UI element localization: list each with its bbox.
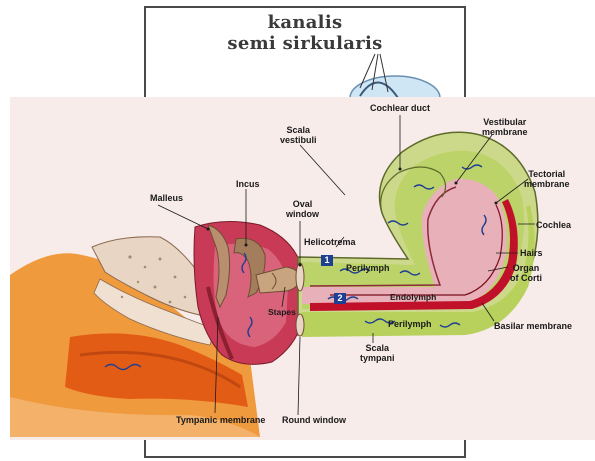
label-tectorial-membrane: Tectorial membrane bbox=[524, 169, 570, 189]
marker-2: 2 bbox=[334, 293, 346, 304]
semicircular-canals-thumbnail bbox=[300, 48, 460, 100]
label-stapes: Stapes bbox=[268, 307, 296, 317]
label-cochlear-duct: Cochlear duct bbox=[370, 103, 430, 113]
ear-anatomy-panel: Cochlear duct Scala vestibuli Vestibular… bbox=[10, 97, 595, 440]
label-vestibular-membrane: Vestibular membrane bbox=[482, 117, 528, 137]
label-tympanic-membrane: Tympanic membrane bbox=[176, 415, 265, 425]
label-malleus: Malleus bbox=[150, 193, 183, 203]
ear-anatomy-diagram bbox=[10, 97, 595, 440]
label-incus: Incus bbox=[236, 179, 260, 189]
label-basilar-membrane: Basilar membrane bbox=[494, 321, 572, 331]
label-hairs: Hairs bbox=[520, 248, 543, 258]
oval-window-shape bbox=[296, 263, 304, 291]
label-perilymph-lower: Perilymph bbox=[388, 319, 432, 329]
label-organ-of-corti: Organ of Corti bbox=[510, 263, 542, 283]
label-round-window: Round window bbox=[282, 415, 346, 425]
label-helicotrema: Helicotrema bbox=[304, 237, 356, 247]
label-perilymph-upper: Perilymph bbox=[346, 263, 390, 273]
label-scala-tympani: Scala tympani bbox=[360, 343, 395, 363]
label-endolymph: Endolymph bbox=[390, 292, 436, 302]
label-scala-vestibuli: Scala vestibuli bbox=[280, 125, 317, 145]
label-cochlea: Cochlea bbox=[536, 220, 571, 230]
round-window-shape bbox=[296, 314, 304, 336]
marker-1: 1 bbox=[321, 255, 333, 266]
label-oval-window: Oval window bbox=[286, 199, 319, 219]
title-line-1: kanalis bbox=[144, 12, 466, 33]
